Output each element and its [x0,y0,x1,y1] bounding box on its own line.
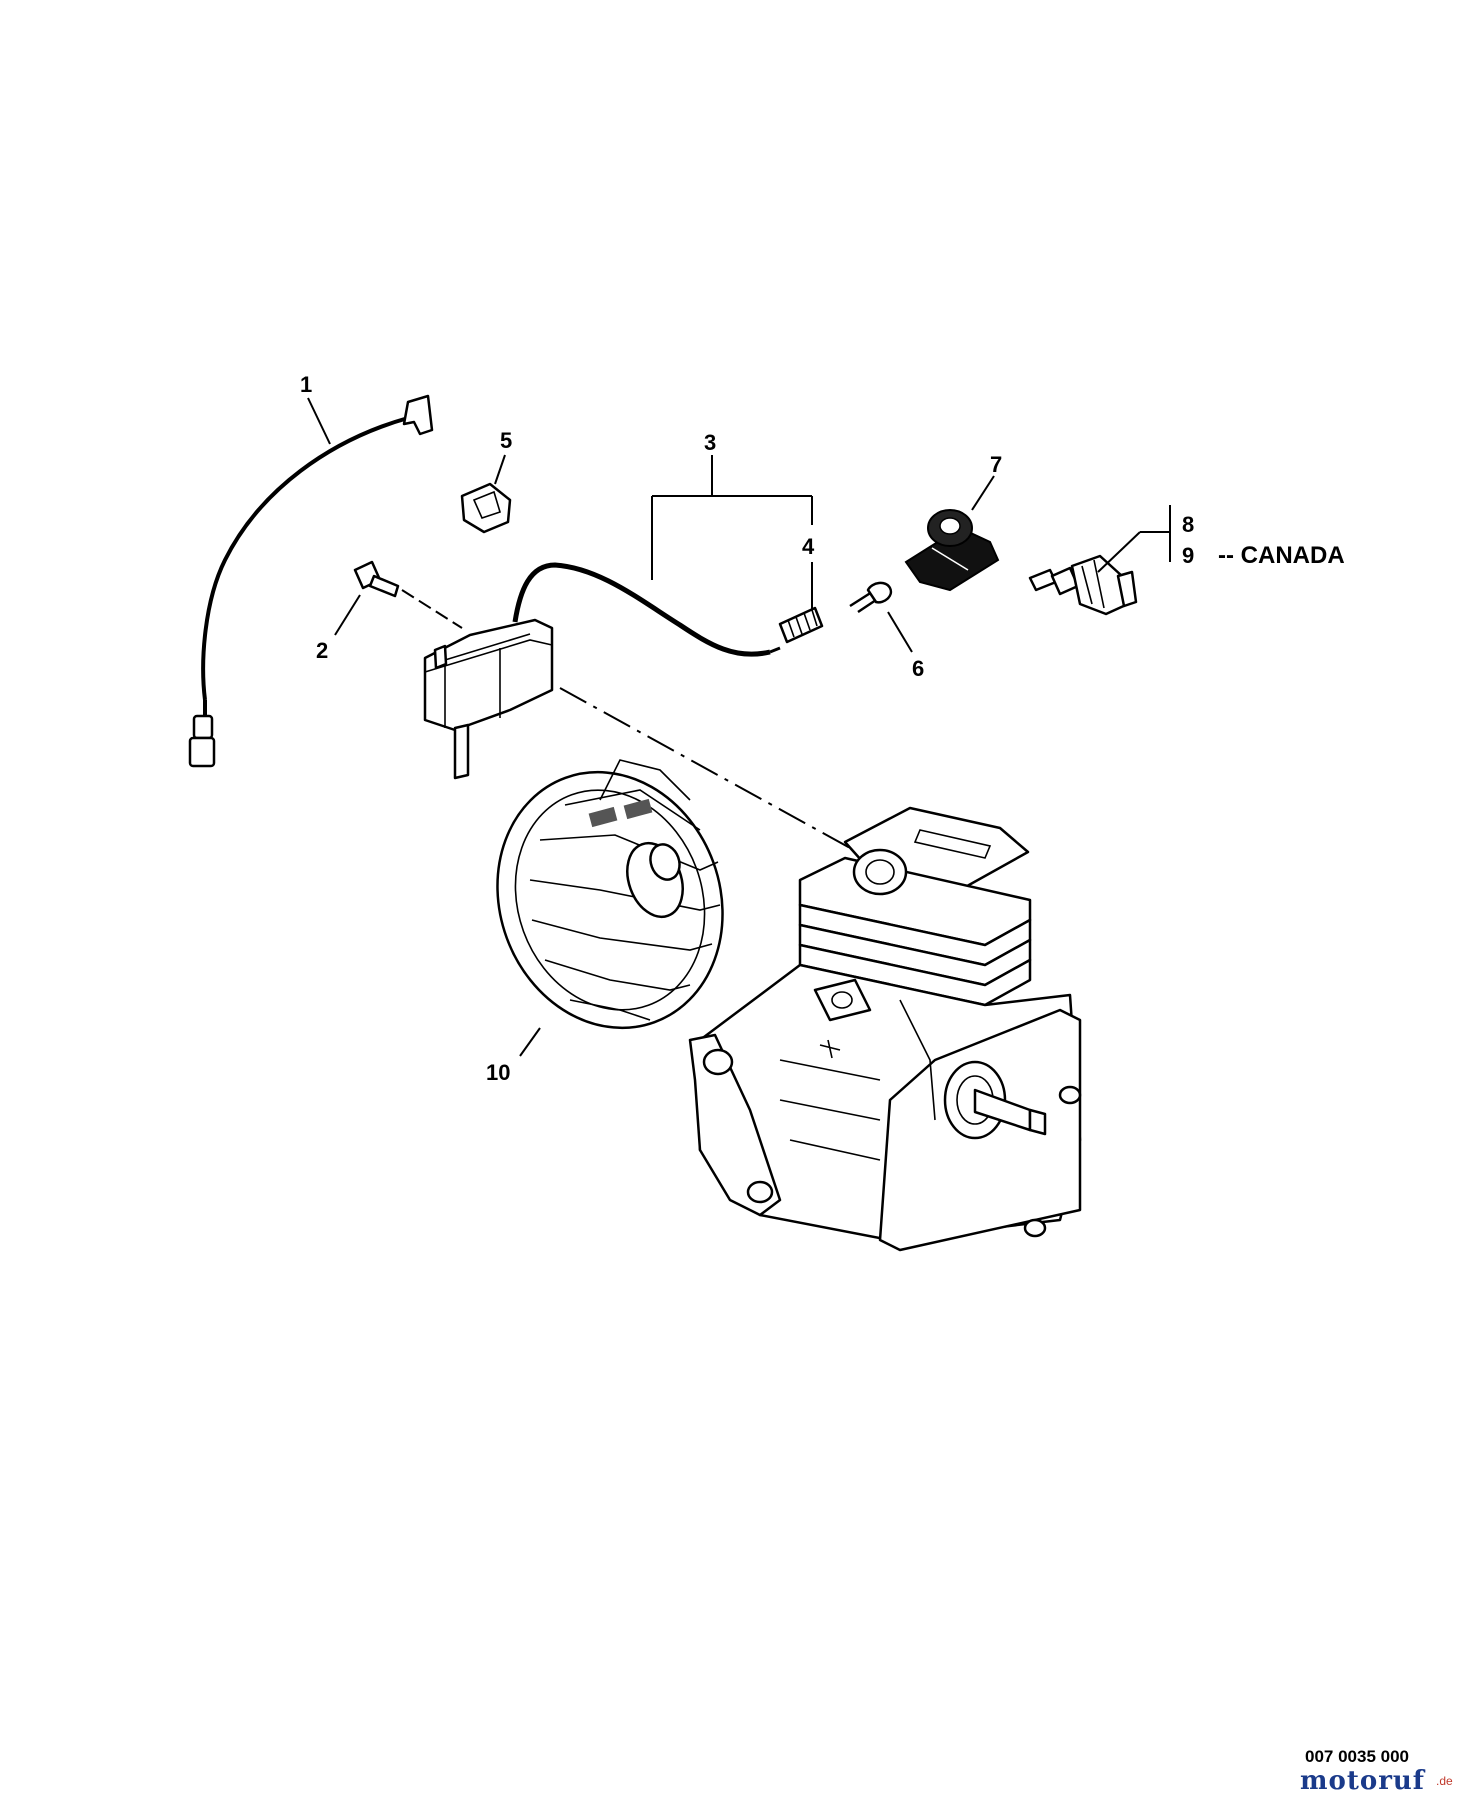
part-5-wire-clip [460,482,512,534]
leader-2 [334,594,361,636]
callout-2: 2 [316,638,328,663]
canada-note: -- CANADA [1218,542,1345,569]
engine-cylinder-crankcase [688,806,1082,1252]
callout-9: 9 [1182,543,1194,568]
callout-6: 6 [912,656,924,681]
callout-10: 10 [486,1060,510,1085]
callout-3: 3 [704,430,716,455]
part-2-screw [353,560,400,598]
callout-4: 4 [802,534,815,559]
part-7-plug-cap [904,509,1000,592]
callout-8: 8 [1182,512,1194,537]
callout-1: 1 [300,372,312,397]
part-code-label: 007 0035 000 [1305,1747,1409,1766]
leader-10 [519,1027,541,1057]
bracket-8-9 [1097,505,1171,573]
part-10-flywheel [496,759,724,1030]
part-1-spark-plug-wire [188,394,434,768]
callout-5: 5 [500,428,512,453]
guide-line-screw-to-coil [401,589,463,629]
callout-7: 7 [990,452,1002,477]
part-3-ignition-coil [423,562,781,780]
part-4-spring [778,606,824,644]
leader-6 [887,611,913,653]
guide-line-coil-to-cylinder [559,687,851,849]
leader-1 [307,397,331,445]
leader-7 [971,475,995,511]
watermark-logo: motoruf [1300,1766,1425,1796]
bracket-3-4 [651,455,813,610]
watermark-suffix: .de [1436,1774,1453,1788]
part-8-9-spark-plug [1028,554,1138,616]
leader-5 [494,454,506,485]
part-6-spring-hook [849,581,893,614]
